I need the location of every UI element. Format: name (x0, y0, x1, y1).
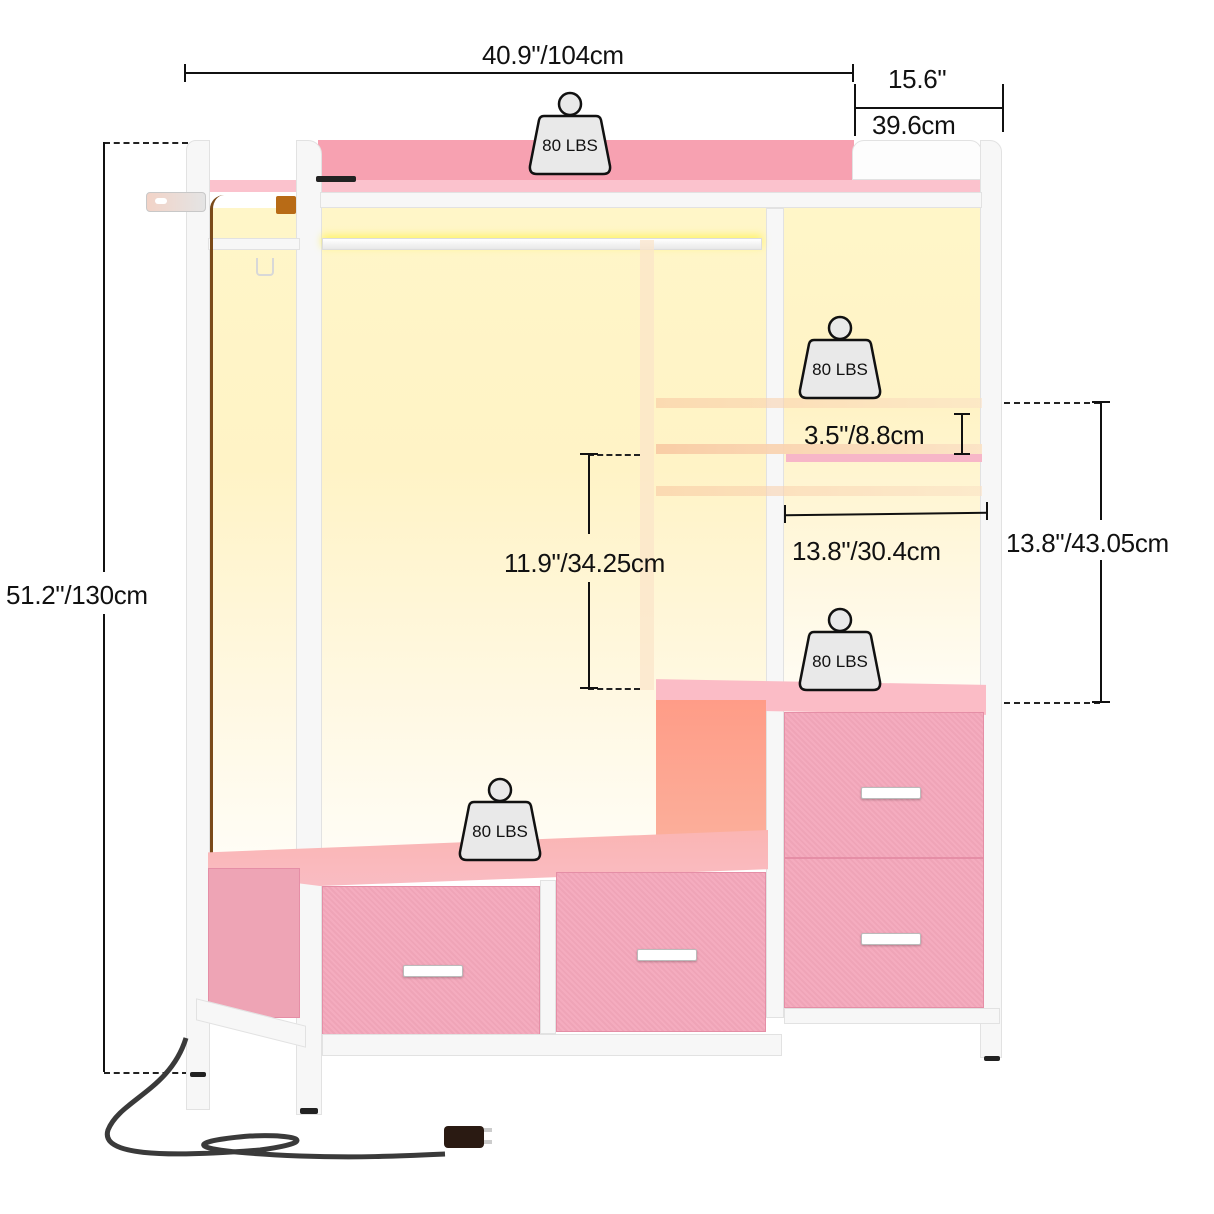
frame-drawer-divider (540, 880, 556, 1034)
clearance-dash-bottom (588, 688, 640, 690)
right-dash-top (1004, 402, 1100, 404)
shelf-gap-tick-bottom (954, 453, 970, 455)
width-line (185, 72, 853, 74)
clearance-label: 11.9"/34.25cm (504, 548, 665, 578)
hanging-rod[interactable] (322, 238, 762, 250)
depth-tick-left (854, 84, 856, 136)
cube-side-panel (656, 700, 766, 850)
weight-badge-shelves: 80 LBS (796, 314, 884, 400)
frame-left-back-post (186, 140, 210, 1110)
right-tick-bottom (1092, 701, 1110, 703)
drawer-handle[interactable] (861, 787, 921, 799)
shelf-3 (656, 486, 982, 496)
drawer-handle[interactable] (861, 933, 921, 945)
led-strip-icon (276, 196, 296, 214)
frame-bottom-rail-right (784, 1008, 1000, 1024)
weight-icon (798, 607, 882, 692)
shelf-gap-tick-top (954, 413, 970, 415)
weight-label: 80 LBS (472, 822, 528, 841)
shelf-width-tick-right (986, 502, 988, 520)
height-label: 51.2"/130cm (6, 580, 148, 610)
clearance-line-upper (588, 454, 590, 534)
drawer-bottom-middle[interactable] (556, 872, 766, 1032)
shelf-width-tick-left (784, 505, 786, 523)
frame-top-crossbar (320, 192, 982, 208)
drawer-right-top[interactable] (784, 712, 984, 858)
width-tick-right (852, 64, 854, 82)
width-tick-left (184, 64, 186, 82)
shelf-1 (656, 398, 982, 408)
height-dash-bottom (104, 1072, 188, 1074)
power-cord (104, 1037, 446, 1160)
outlet-icon (316, 176, 356, 182)
side-rail (208, 238, 300, 250)
depth-label-inches: 15.6" (888, 64, 947, 94)
foot-back-left (190, 1072, 206, 1077)
weight-icon (528, 91, 612, 176)
power-plug-icon[interactable] (444, 1126, 492, 1148)
drawer-handle[interactable] (403, 965, 463, 977)
bench-side-panel (208, 868, 300, 1018)
foot-right (984, 1056, 1000, 1061)
right-dash-bottom (1004, 702, 1100, 704)
height-dash-top (104, 142, 188, 144)
frame-left-front-post (296, 140, 322, 1115)
right-line-upper (1100, 402, 1102, 520)
drawer-bottom-left[interactable] (322, 886, 540, 1050)
frame-middle-post (766, 208, 784, 1018)
clearance-tick-bottom (580, 687, 598, 689)
shelf-2-front-edge (786, 454, 982, 462)
weight-badge-bench: 80 LBS (456, 776, 544, 862)
side-hook-icon[interactable] (146, 192, 206, 212)
led-cable (210, 195, 224, 1015)
right-tick-top (1092, 401, 1110, 403)
weight-icon (798, 315, 882, 400)
clearance-dash-top (588, 454, 640, 456)
top-shelf-board (208, 180, 988, 192)
clearance-line-lower (588, 582, 590, 688)
right-line-lower (1100, 560, 1102, 702)
shelf-gap-label: 3.5"/8.8cm (804, 420, 925, 450)
shelf-width-label: 13.8"/30.4cm (792, 536, 941, 566)
weight-label: 80 LBS (542, 136, 598, 155)
depth-label-cm: 39.6cm (872, 110, 956, 140)
shelf-2 (656, 444, 982, 454)
shelf-gap-line (961, 414, 963, 454)
depth-line (855, 107, 1003, 109)
clearance-tick-top (580, 453, 598, 455)
height-line-upper (103, 142, 105, 572)
weight-label: 80 LBS (812, 360, 868, 379)
rod-hook (256, 258, 274, 276)
shelf-back-post (640, 240, 654, 690)
right-section-label: 13.8"/43.05cm (1006, 528, 1169, 558)
weight-badge-right-cube: 80 LBS (796, 606, 884, 692)
weight-label: 80 LBS (812, 652, 868, 671)
height-line-lower (103, 614, 105, 1072)
drawer-handle[interactable] (637, 949, 697, 961)
weight-icon (458, 777, 542, 862)
frame-bottom-rail (322, 1034, 782, 1056)
foot-front-left (300, 1108, 318, 1114)
top-right-rail (852, 140, 982, 180)
drawer-right-bottom[interactable] (784, 858, 984, 1008)
depth-tick-right (1002, 84, 1004, 132)
weight-badge-top: 80 LBS (526, 90, 614, 176)
width-label: 40.9"/104cm (482, 40, 624, 70)
